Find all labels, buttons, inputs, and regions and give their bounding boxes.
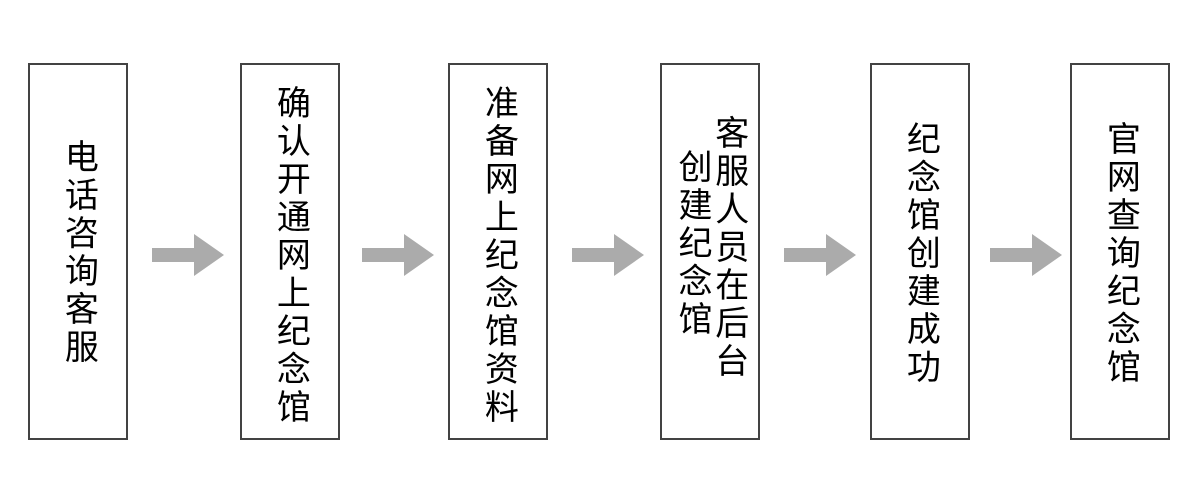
arrow-shape: [572, 234, 644, 276]
process-box-6[interactable]: 官网查询纪念馆: [1070, 63, 1170, 440]
process-box-4-text-column-2: 创建纪念馆: [672, 149, 712, 339]
arrow-shape: [362, 234, 434, 276]
flow-arrow-5: [990, 234, 1062, 276]
process-box-3[interactable]: 准备网上纪念馆资料: [448, 63, 548, 440]
process-box-5-text-column-1: 纪念馆创建成功: [900, 121, 941, 387]
arrow-shape: [990, 234, 1062, 276]
flow-arrow-1: [152, 234, 224, 276]
process-box-2[interactable]: 确认开通网上纪念馆: [240, 63, 340, 440]
process-box-6-text-column-1: 官网查询纪念馆: [1100, 121, 1141, 387]
arrow-shape: [152, 234, 224, 276]
process-box-5[interactable]: 纪念馆创建成功: [870, 63, 970, 440]
process-box-4-text-column-1: 客服人员在后台: [708, 115, 749, 381]
process-box-1-text-column-1: 电话咨询客服: [58, 139, 99, 367]
process-box-4[interactable]: 客服人员在后台创建纪念馆: [660, 63, 760, 440]
arrow-shape: [784, 234, 856, 276]
flow-arrow-4: [784, 234, 856, 276]
process-box-2-text-column-1: 确认开通网上纪念馆: [270, 85, 311, 427]
flow-arrow-2: [362, 234, 434, 276]
flow-arrow-3: [572, 234, 644, 276]
process-box-1[interactable]: 电话咨询客服: [28, 63, 128, 440]
process-box-3-text-column-1: 准备网上纪念馆资料: [478, 85, 519, 427]
